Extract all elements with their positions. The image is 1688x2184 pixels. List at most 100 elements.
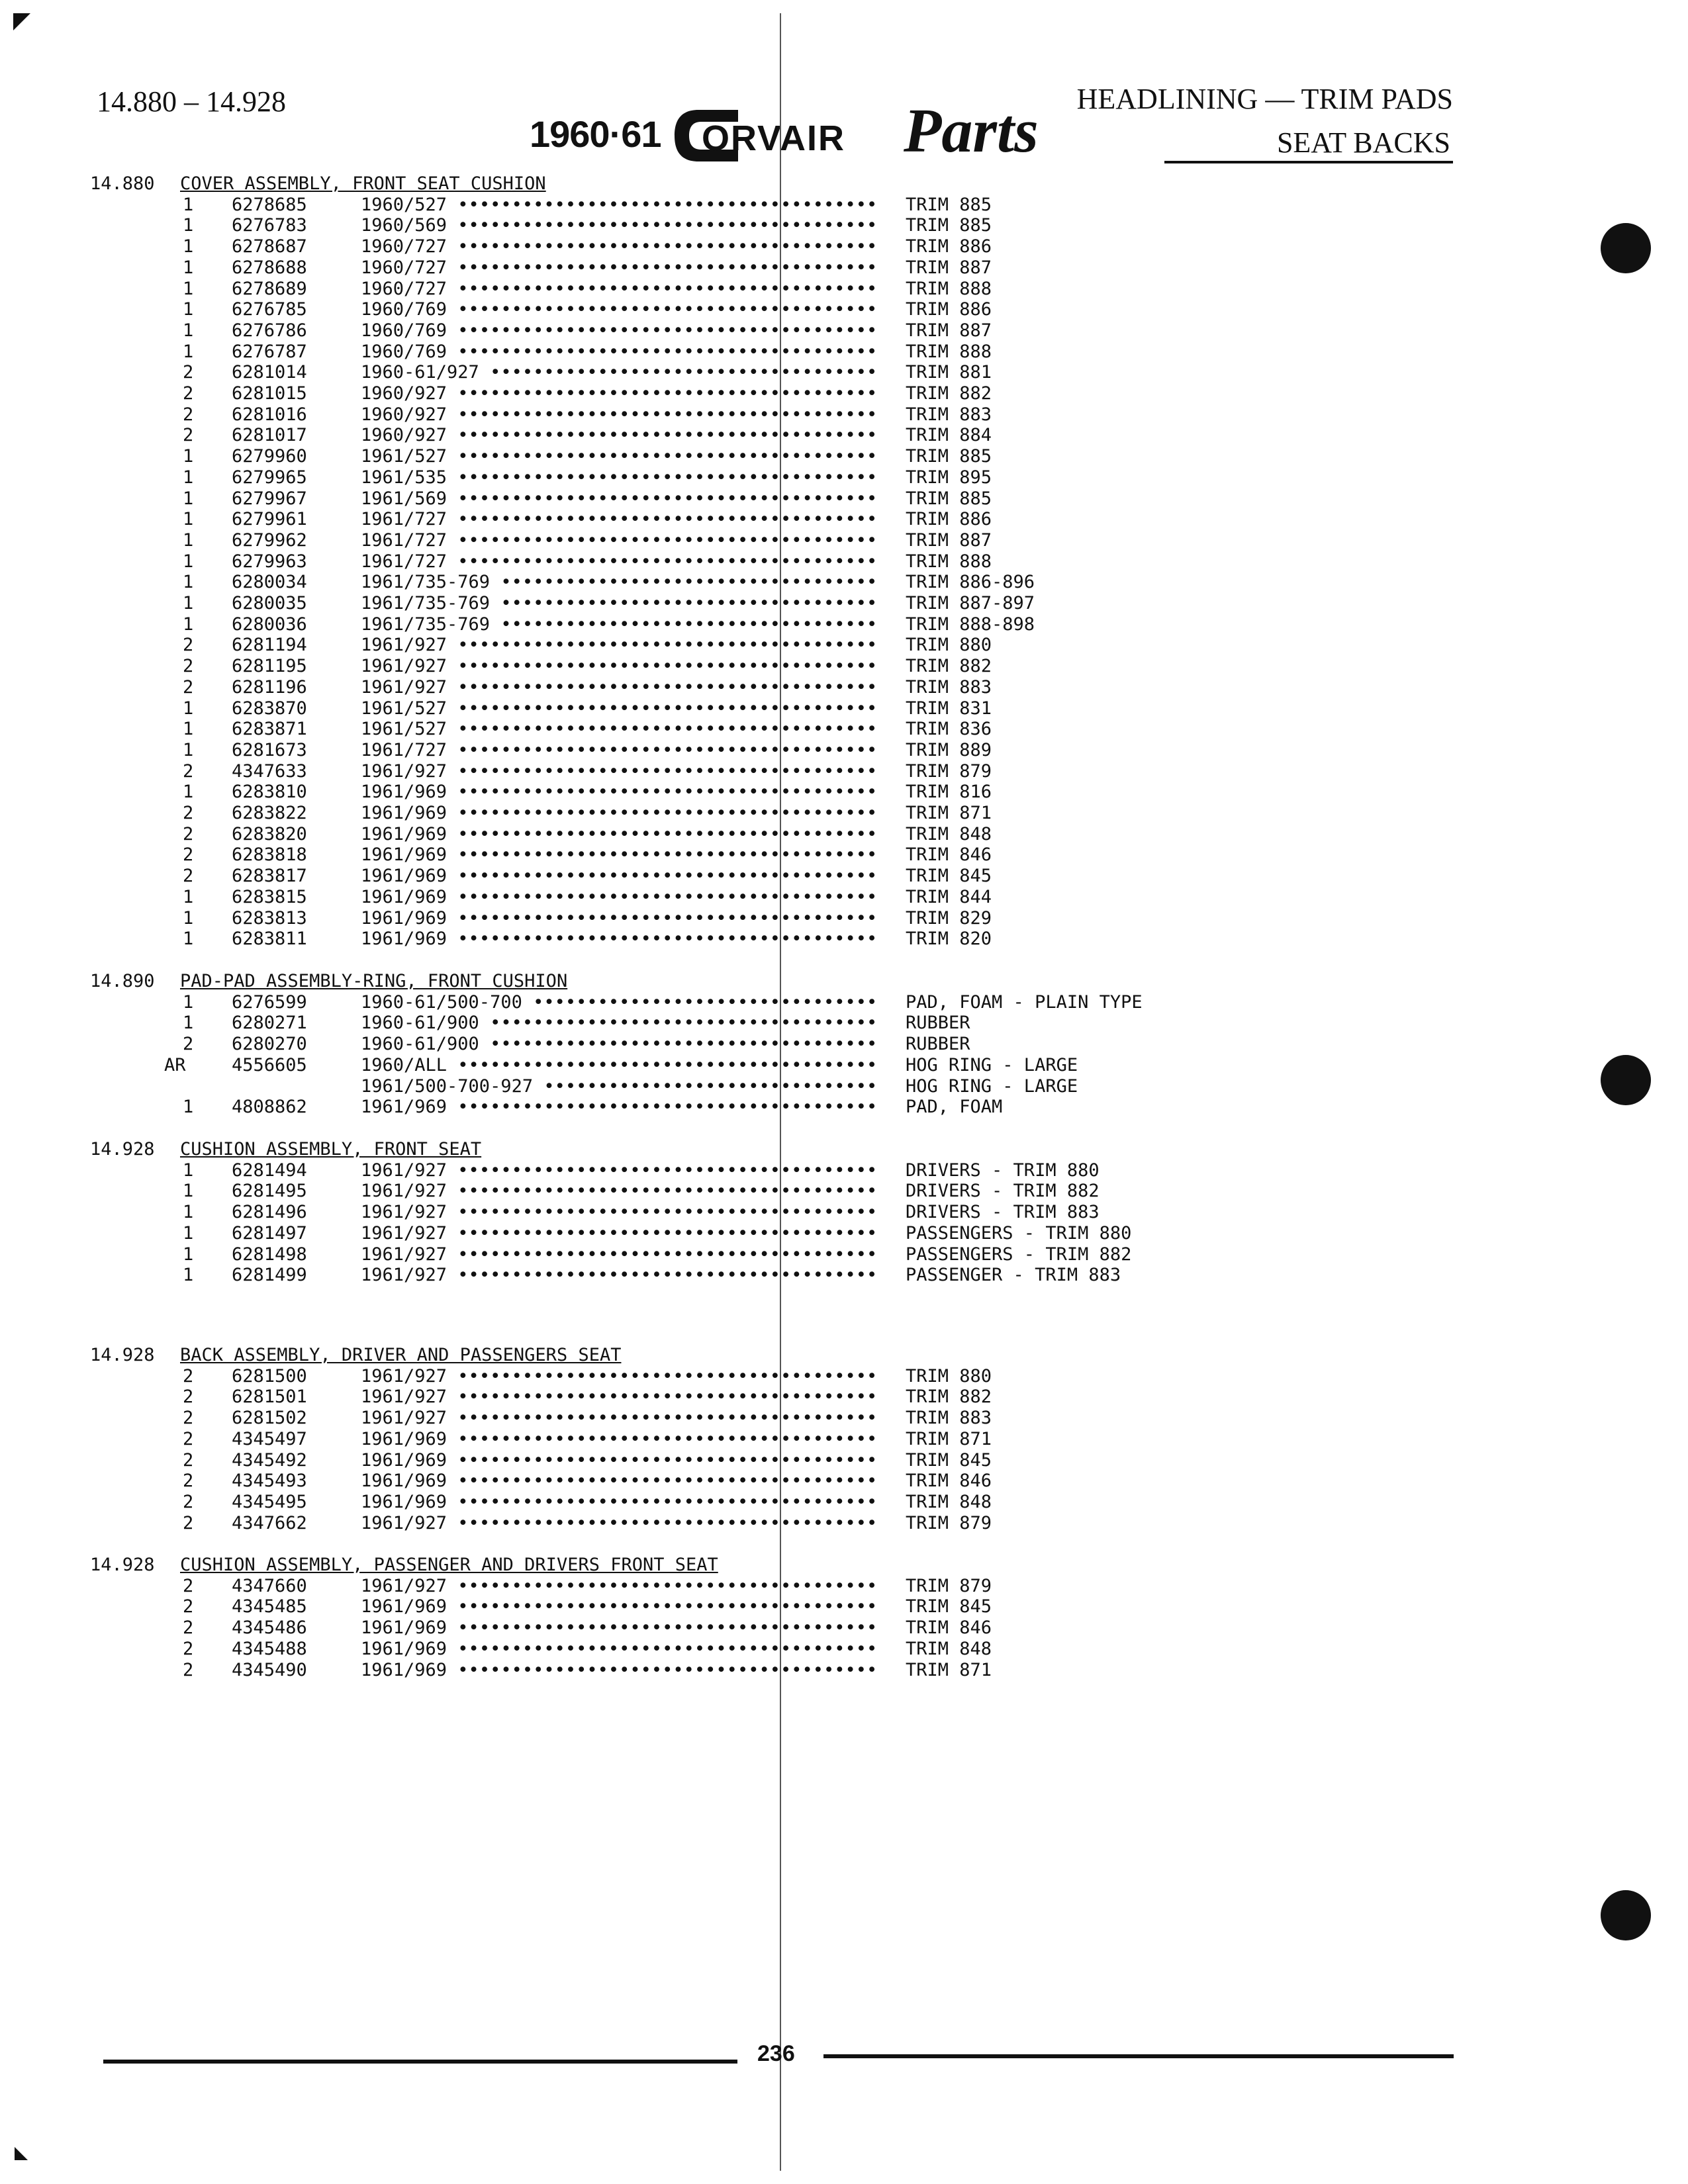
description: TRIM 887: [906, 257, 992, 278]
dot-leader: ••••••••••••••••••••••••••••••••••••••••…: [457, 425, 879, 446]
section-code: 14.928: [90, 1139, 155, 1160]
dot-leader: ••••••••••••••••••••••••••••••••••••••••…: [457, 719, 879, 740]
description: TRIM 887: [906, 320, 992, 341]
year-model-text: 1961/727: [361, 551, 447, 572]
year-model-text: 1961/527: [361, 698, 447, 719]
logo-year: 1960·61: [530, 113, 662, 155]
description: RUBBER: [906, 1034, 970, 1055]
part-number: 6281500: [232, 1365, 307, 1387]
year-model: 1961/727 •••••••••••••••••••••••••••••••…: [361, 509, 879, 530]
description: TRIM 886: [906, 299, 992, 320]
year-model-text: 1961/735-769: [361, 593, 491, 614]
part-number: 6279962: [232, 529, 307, 551]
year-model: 1961/927 •••••••••••••••••••••••••••••••…: [361, 635, 879, 656]
quantity: 2: [183, 866, 194, 887]
year-model: 1960/569 •••••••••••••••••••••••••••••••…: [361, 215, 879, 236]
description: TRIM 871: [906, 803, 992, 823]
quantity: 1: [183, 1202, 194, 1223]
year-model: 1960-61/927 ••••••••••••••••••••••••••••…: [361, 362, 879, 383]
dot-leader: ••••••••••••••••••••••••••••••••••••••••…: [457, 1428, 879, 1449]
year-model: 1961/500-700-927 •••••••••••••••••••••••…: [361, 1076, 879, 1097]
part-number: 6281194: [232, 635, 307, 656]
year-model: 1961/969 •••••••••••••••••••••••••••••••…: [361, 1429, 879, 1450]
year-model: 1961/927 •••••••••••••••••••••••••••••••…: [361, 1387, 879, 1408]
description: TRIM 871: [906, 1659, 992, 1680]
year-model: 1961/969 •••••••••••••••••••••••••••••••…: [361, 1097, 879, 1118]
description: TRIM 845: [906, 1596, 992, 1617]
description: TRIM 846: [906, 1471, 992, 1492]
year-model: 1961/969 •••••••••••••••••••••••••••••••…: [361, 1617, 879, 1639]
part-number: 6281195: [232, 656, 307, 677]
quantity: 2: [183, 404, 194, 425]
year-model: 1960-61/900 ••••••••••••••••••••••••••••…: [361, 1013, 879, 1034]
quantity: 2: [183, 1408, 194, 1429]
quantity: 1: [183, 1222, 194, 1244]
dot-leader: ••••••••••••••••••••••••••••••••••••••••…: [533, 991, 879, 1013]
quantity: 1: [183, 320, 194, 341]
part-number: 6281502: [232, 1408, 307, 1429]
quantity: 1: [183, 194, 194, 215]
quantity: 2: [183, 635, 194, 656]
part-number: 4345495: [232, 1491, 307, 1512]
part-number: 6281673: [232, 739, 307, 760]
dot-leader: ••••••••••••••••••••••••••••••••••••••••…: [457, 1181, 879, 1202]
dot-leader: ••••••••••••••••••••••••••••••••••••••••…: [457, 656, 879, 677]
description: TRIM 885: [906, 446, 992, 467]
description: TRIM 848: [906, 1638, 992, 1659]
description: TRIM 888-898: [906, 614, 1035, 635]
description: TRIM 883: [906, 404, 992, 425]
year-model-text: 1960/727: [361, 257, 447, 278]
binder-hole: [1601, 223, 1651, 273]
dot-leader: ••••••••••••••••••••••••••••••••••••••••…: [457, 257, 879, 278]
quantity: 1: [183, 739, 194, 760]
year-model: 1961/969 •••••••••••••••••••••••••••••••…: [361, 908, 879, 929]
part-number: 6281495: [232, 1181, 307, 1202]
part-number: 6278688: [232, 257, 307, 278]
quantity: 2: [183, 760, 194, 782]
year-model-text: 1960/727: [361, 236, 447, 257]
dot-leader: ••••••••••••••••••••••••••••••••••••••••…: [457, 1244, 879, 1265]
year-model-text: 1961/735-769: [361, 572, 491, 593]
year-model-text: 1961/969: [361, 1638, 447, 1659]
quantity: 2: [183, 1638, 194, 1659]
quantity: 1: [183, 991, 194, 1013]
part-number: 6283810: [232, 782, 307, 803]
year-model: 1960/ALL •••••••••••••••••••••••••••••••…: [361, 1055, 879, 1076]
year-model-text: 1961/969: [361, 886, 447, 907]
section-code: 14.890: [90, 971, 155, 991]
year-model: 1961/927 •••••••••••••••••••••••••••••••…: [361, 1244, 879, 1265]
year-model-text: 1961/969: [361, 844, 447, 866]
description: TRIM 881: [906, 362, 992, 383]
description: PAD, FOAM - PLAIN TYPE: [906, 991, 1143, 1013]
year-model: 1961/969 •••••••••••••••••••••••••••••••…: [361, 824, 879, 845]
year-model: 1960/769 •••••••••••••••••••••••••••••••…: [361, 341, 879, 363]
year-model: 1960/927 •••••••••••••••••••••••••••••••…: [361, 404, 879, 426]
year-model-text: 1961/527: [361, 719, 447, 740]
quantity: 2: [183, 383, 194, 404]
part-number: 6276787: [232, 341, 307, 362]
part-number: 6281496: [232, 1202, 307, 1223]
quantity: 1: [183, 1181, 194, 1202]
year-model: 1960/769 •••••••••••••••••••••••••••••••…: [361, 299, 879, 320]
year-model-text: 1960/569: [361, 215, 447, 236]
year-model-text: 1961/535: [361, 467, 447, 488]
description: TRIM 845: [906, 866, 992, 887]
dot-leader: ••••••••••••••••••••••••••••••••••••••••…: [457, 236, 879, 257]
part-number: 6281497: [232, 1222, 307, 1244]
dot-leader: ••••••••••••••••••••••••••••••••••••••••…: [457, 760, 879, 782]
quantity: 1: [183, 1265, 194, 1286]
year-model: 1961/927 •••••••••••••••••••••••••••••••…: [361, 761, 879, 782]
year-model-text: 1961/927: [361, 1265, 447, 1286]
quantity: 1: [183, 1097, 194, 1118]
dot-leader: ••••••••••••••••••••••••••••••••••••••••…: [457, 1449, 879, 1471]
quantity: 1: [183, 719, 194, 740]
part-number: 6276786: [232, 320, 307, 341]
dot-leader: ••••••••••••••••••••••••••••••••••••••••…: [457, 551, 879, 572]
section-title: BACK ASSEMBLY, DRIVER AND PASSENGERS SEA…: [180, 1345, 622, 1365]
part-number: 4345492: [232, 1449, 307, 1471]
part-number: 6276599: [232, 991, 307, 1013]
page-title-line2: SEAT BACKS: [1164, 126, 1453, 163]
quantity: 2: [183, 844, 194, 866]
quantity: 2: [183, 1449, 194, 1471]
part-number: 4808862: [232, 1097, 307, 1118]
